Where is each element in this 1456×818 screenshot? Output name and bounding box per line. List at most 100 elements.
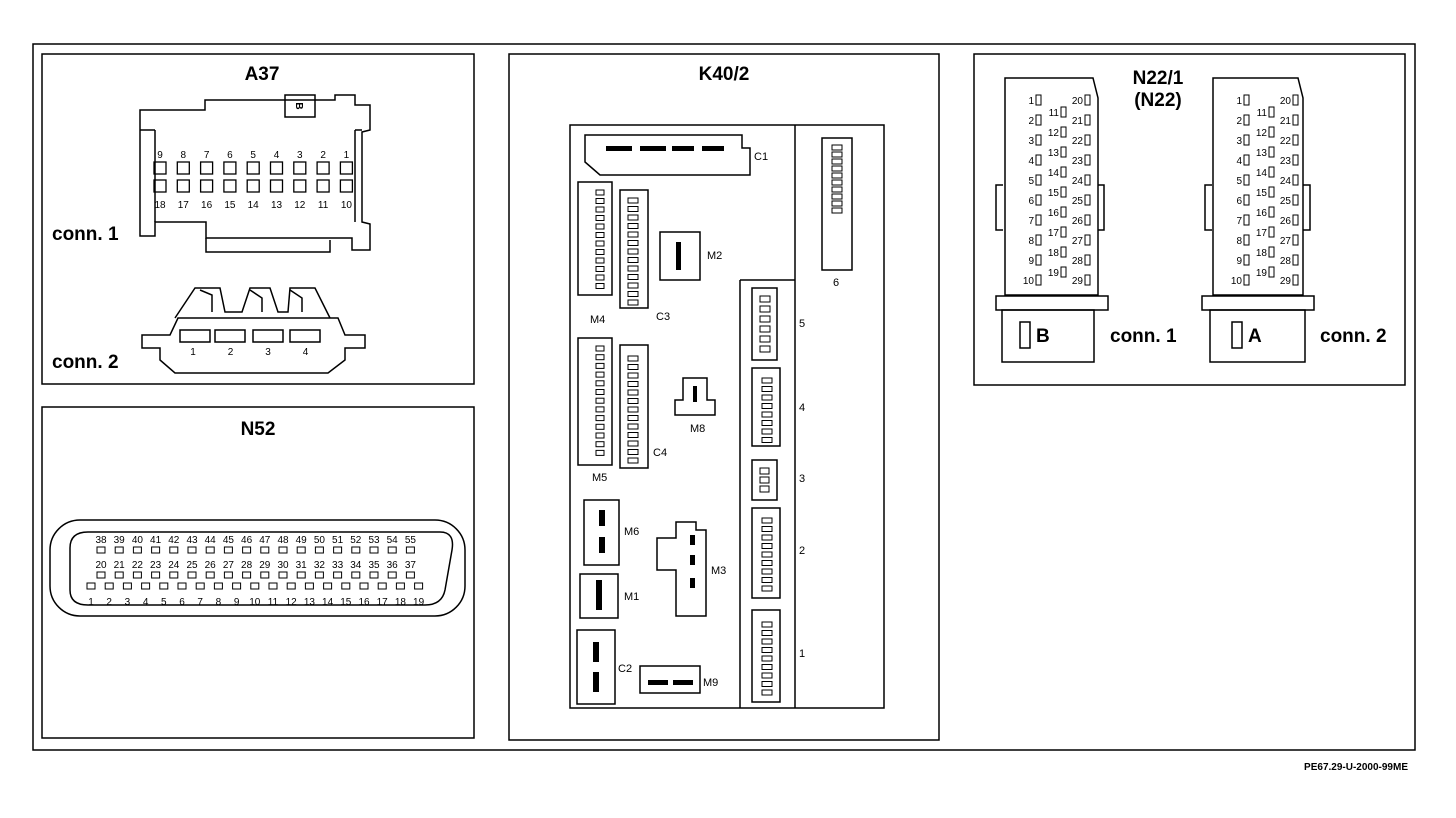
relay-contact	[595, 432, 605, 439]
n52-pin-label: 2	[106, 597, 112, 608]
n52-pin	[286, 582, 296, 590]
slot-6	[821, 137, 853, 271]
n52-pin	[96, 571, 106, 579]
n52-pin	[86, 582, 96, 590]
n22-pin-label: 7	[1028, 216, 1034, 227]
a37-pin	[269, 161, 284, 175]
n22-pin	[1268, 146, 1275, 158]
n22-pin-label: 13	[1256, 148, 1268, 159]
n22-pin	[1060, 106, 1067, 118]
relay-contact	[761, 621, 773, 628]
relay-contact	[627, 291, 639, 297]
n52-pin-label: 50	[314, 535, 326, 546]
n52-title: N52	[241, 419, 276, 440]
n52-pin-label: 41	[150, 535, 162, 546]
relay-contact	[627, 381, 639, 387]
n52-pin-label: 39	[114, 535, 126, 546]
relay-contact	[627, 440, 639, 447]
relay-contact	[761, 672, 773, 679]
n22-pin	[1243, 194, 1250, 206]
n52-pin-label: 3	[125, 597, 131, 608]
relay-c1	[584, 134, 751, 176]
a37-pin-label: 16	[201, 200, 213, 211]
n22-pin	[1243, 134, 1250, 146]
n52-pin	[151, 571, 161, 579]
relay-contact	[761, 386, 773, 392]
relay-contact	[831, 151, 843, 158]
a37-conn2-pin-label: 4	[303, 347, 309, 358]
n52-pin-label: 27	[223, 560, 235, 571]
relay-contact	[759, 315, 771, 323]
n22-pin-label: 18	[1048, 248, 1060, 259]
n22-conn1-label: conn. 1	[1110, 326, 1177, 347]
n22-pin-label: 14	[1048, 168, 1060, 179]
n52-pin	[169, 546, 179, 554]
n22-pin-label: 3	[1028, 136, 1034, 147]
relay-contact	[761, 517, 773, 524]
n52-pin	[351, 546, 361, 554]
n22-pin	[1268, 126, 1275, 138]
n22-pin-label: 19	[1048, 268, 1060, 279]
n22-pin	[1292, 254, 1299, 266]
relay-contact	[831, 200, 843, 207]
n52-pin-label: 54	[387, 535, 399, 546]
relay-contact	[761, 689, 773, 696]
relay-contact	[761, 428, 773, 435]
a37-pin	[246, 179, 260, 193]
n22-conn2-label: conn. 2	[1320, 326, 1387, 347]
n22-pin	[1292, 94, 1299, 106]
a37-pin	[199, 161, 214, 175]
n22-pin	[1084, 234, 1091, 246]
relay-contact	[595, 441, 605, 448]
relay-m3	[656, 521, 707, 617]
n22-pin	[1292, 134, 1299, 146]
n22-pin	[1060, 126, 1067, 138]
relay-contact	[627, 274, 639, 280]
relay-contact	[627, 231, 639, 238]
n52-pin-label: 43	[186, 535, 198, 546]
k40-panel: K40/2 C1 M4 C3 M2 M5	[508, 53, 940, 741]
n52-pin-label: 52	[350, 535, 362, 546]
relay-contact	[627, 372, 639, 379]
n22-pin-label: 29	[1072, 276, 1084, 287]
n22-pin	[1084, 174, 1091, 186]
a37-pin	[223, 161, 237, 175]
n22-pin	[1268, 206, 1275, 218]
relay-contact	[759, 295, 771, 303]
n22-pin-label: 25	[1072, 196, 1084, 207]
n52-pin-label: 13	[304, 597, 316, 608]
n22-pin-label: 22	[1072, 136, 1084, 147]
a37-conn2-housing	[141, 287, 366, 374]
n52-pin-label: 1	[88, 597, 94, 608]
a37-pin-label: 6	[227, 150, 233, 161]
relay-contact	[761, 403, 773, 409]
relay-contact	[595, 283, 605, 289]
n52-pin-label: 12	[286, 597, 298, 608]
n22-pin	[1060, 166, 1067, 178]
relay-contact	[831, 158, 843, 165]
n52-pin-label: 9	[234, 597, 240, 608]
relay-contact	[759, 305, 771, 313]
n52-pin-label: 29	[259, 560, 271, 571]
n52-pin	[414, 582, 424, 590]
a37-pin-label: 3	[297, 150, 303, 161]
a37-pin	[293, 161, 307, 175]
relay-contact	[761, 543, 773, 549]
n52-pin-label: 10	[249, 597, 261, 608]
label-slot-2: 2	[799, 545, 805, 557]
n22-pin-label: 8	[1236, 236, 1242, 247]
n22-pin	[1035, 274, 1042, 286]
n52-pin-label: 24	[168, 560, 180, 571]
n52-pin	[205, 546, 215, 554]
relay-contact	[627, 282, 639, 289]
n22-pin-label: 12	[1048, 128, 1060, 139]
label-slot-1: 1	[799, 648, 805, 660]
n52-pin	[268, 582, 278, 590]
n22-pin	[1060, 226, 1067, 238]
n22-pin-label: 16	[1048, 208, 1060, 219]
relay-contact	[761, 411, 773, 418]
n22-pin	[1060, 266, 1067, 278]
n22-pin-label: 2	[1236, 116, 1242, 127]
relay-contact	[759, 345, 771, 353]
a37-pin	[246, 161, 260, 175]
